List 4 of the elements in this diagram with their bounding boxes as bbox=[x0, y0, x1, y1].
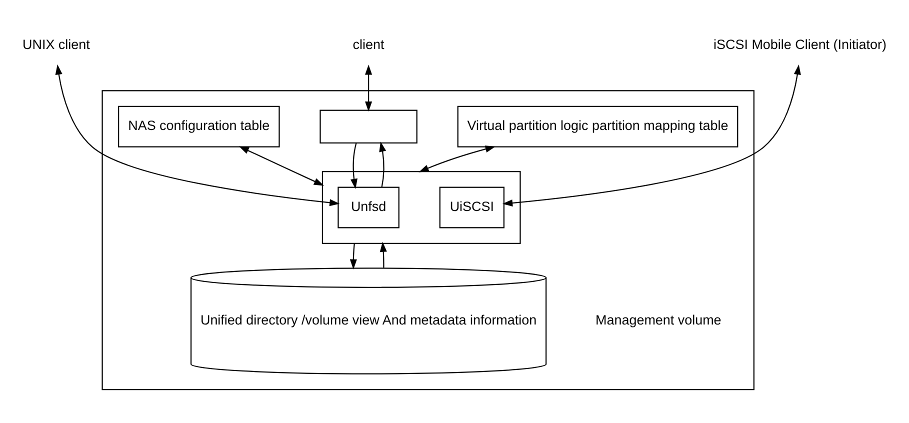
node-text: UNIX client bbox=[22, 36, 90, 52]
node-label: Management volume bbox=[596, 312, 722, 327]
node-text: client bbox=[352, 36, 384, 52]
node-text: iSCSI Mobile Client (Initiator) bbox=[714, 36, 886, 52]
